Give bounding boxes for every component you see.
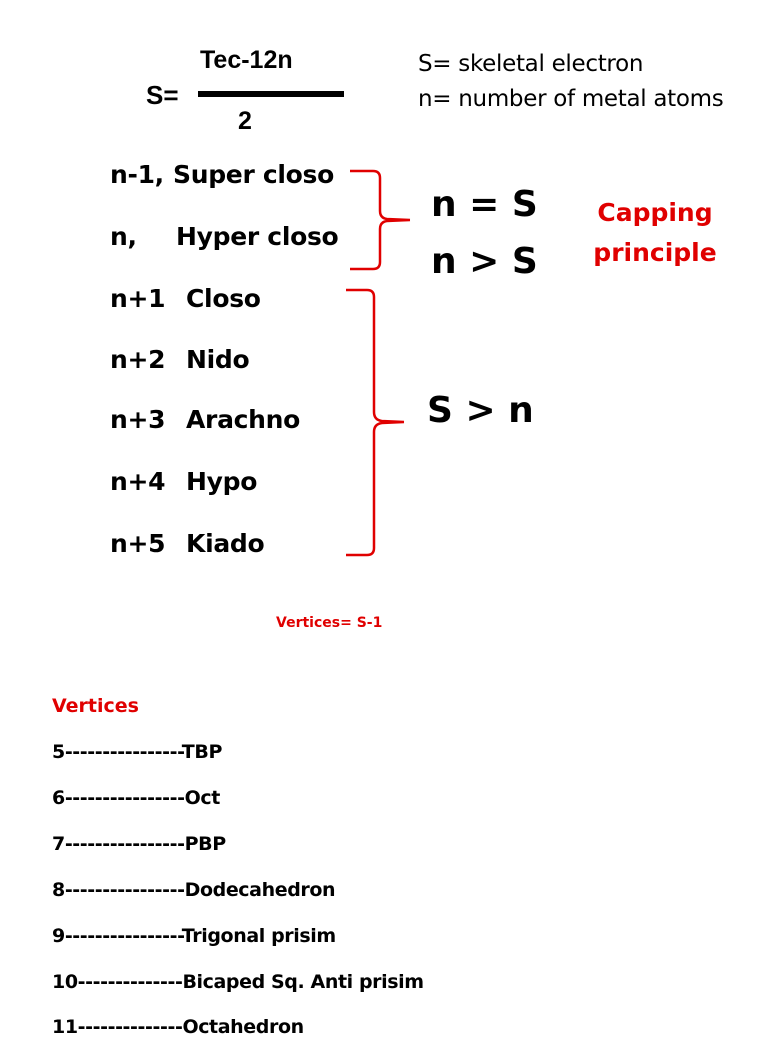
capping-line-2: principle <box>593 238 717 267</box>
vertices-item: 8----------------Dodecahedron <box>52 879 336 901</box>
cluster-name: Closo <box>186 284 261 313</box>
cluster-row-hypo: n+4 Hypo <box>110 467 257 496</box>
definition-s: S= skeletal electron <box>418 51 644 77</box>
vertices-item: 5----------------TBP <box>52 741 222 763</box>
cluster-count: n-1, <box>110 160 164 189</box>
relation-n-equals-s: n = S <box>431 184 538 225</box>
cluster-count: n, <box>110 222 137 251</box>
vertices-item: 6----------------Oct <box>52 787 220 809</box>
cluster-name: Kiado <box>186 529 265 558</box>
vertices-item: 11--------------Octahedron <box>52 1016 304 1038</box>
relation-s-greater-n: S > n <box>427 390 534 431</box>
vertices-heading: Vertices <box>52 695 139 717</box>
cluster-count: n+1 <box>110 284 166 313</box>
cluster-count: n+4 <box>110 467 166 496</box>
cluster-count: n+3 <box>110 405 166 434</box>
cluster-row-super-closo: n-1, Super closo <box>110 160 334 189</box>
cluster-name: Super closo <box>173 160 335 189</box>
cluster-row-kiado: n+5 Kiado <box>110 529 265 558</box>
cluster-row-nido: n+2 Nido <box>110 345 250 374</box>
upper-brace <box>350 169 411 271</box>
vertices-item: 9----------------Trigonal prisim <box>52 925 336 947</box>
cluster-count: n+5 <box>110 529 166 558</box>
cluster-count: n+2 <box>110 345 166 374</box>
cluster-row-closo: n+1 Closo <box>110 284 261 313</box>
formula-numerator: Tec-12n <box>200 46 293 74</box>
cluster-name: Arachno <box>186 405 301 434</box>
fraction-bar <box>198 91 344 97</box>
cluster-row-arachno: n+3 Arachno <box>110 405 300 434</box>
formula-lhs: S= <box>146 80 179 110</box>
relation-n-greater-s: n > S <box>431 241 538 282</box>
cluster-name: Nido <box>186 345 250 374</box>
vertices-item: 7----------------PBP <box>52 833 226 855</box>
cluster-row-hyper-closo: n, Hyper closo <box>110 222 339 251</box>
definition-n: n= number of metal atoms <box>418 86 724 112</box>
cluster-name: Hypo <box>186 467 258 496</box>
lower-brace <box>346 288 405 557</box>
vertices-item: 10--------------Bicaped Sq. Anti prisim <box>52 971 424 993</box>
capping-line-1: Capping <box>597 198 713 227</box>
capping-principle-label: Capping principle <box>575 193 735 273</box>
cluster-name: Hyper closo <box>176 222 339 251</box>
formula-denominator: 2 <box>238 107 252 135</box>
vertices-formula: Vertices= S-1 <box>276 615 383 631</box>
